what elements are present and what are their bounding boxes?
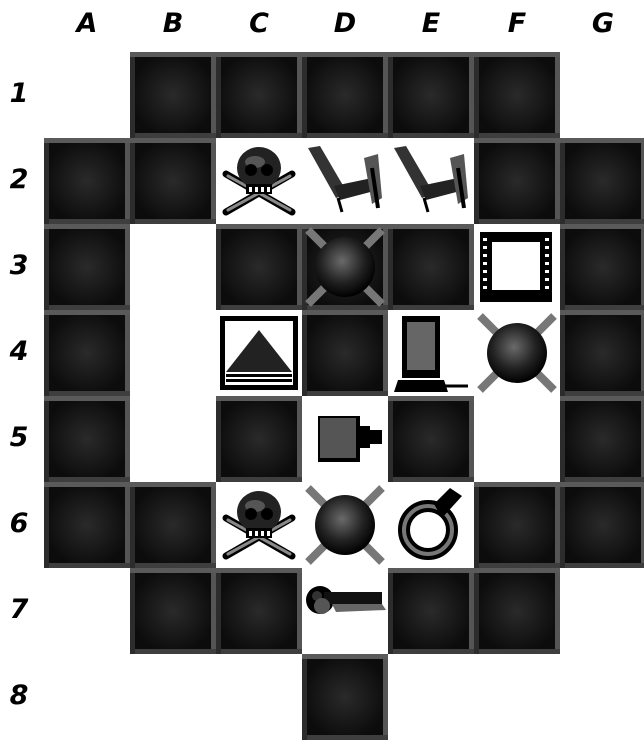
camera-icon [302,396,388,482]
board-cell-F3-floor[interactable] [474,224,560,310]
board-cell-F1-wall[interactable] [474,52,560,138]
board-cell-B5-floor[interactable] [130,396,216,482]
skull-crossbones-icon [216,482,302,568]
row-label: 8 [0,682,38,709]
board-cell-F6-ladder[interactable] [474,482,560,568]
key-icon [302,568,388,654]
row-label: 7 [0,596,38,623]
board-cell-D3-wall[interactable] [302,224,388,310]
board-cell-B2-ladder[interactable] [130,138,216,224]
board-cell-A6-wall[interactable] [44,482,130,568]
orb-icon [474,310,560,396]
board-cell-E2-floor[interactable] [388,138,474,224]
skull-crossbones-icon [216,138,302,224]
board-cell-C7-wall[interactable] [216,568,302,654]
board-cell-D5-floor[interactable] [302,396,388,482]
column-label: E [388,10,474,37]
board-cell-A2-wall[interactable] [44,138,130,224]
board-cell-B3-floor[interactable] [130,224,216,310]
column-label: D [302,10,388,37]
column-label: A [44,10,130,37]
board-cell-F2-ladder[interactable] [474,138,560,224]
board-cell-A5-wall[interactable] [44,396,130,482]
pyramid-panel-icon [216,310,302,396]
row-label: 2 [0,166,38,193]
column-label: G [560,10,644,37]
board-cell-E4-floor[interactable] [388,310,474,396]
board-cell-C6-floor[interactable] [216,482,302,568]
board-cell-F5-floor[interactable] [474,396,560,482]
board-cell-E7-wall[interactable] [388,568,474,654]
board-cell-D6-floor[interactable] [302,482,388,568]
board-cell-G3-wall[interactable] [560,224,644,310]
bench-icon [388,138,474,224]
board-cell-D8-wall[interactable] [302,654,388,740]
board-cell-D2-floor[interactable] [302,138,388,224]
row-label: 5 [0,424,38,451]
frame-icon [474,224,560,310]
column-label: B [130,10,216,37]
board-cell-G4-wall[interactable] [560,310,644,396]
board-cell-G6-wall[interactable] [560,482,644,568]
board-cell-C2-floor[interactable] [216,138,302,224]
board-cell-B1-wall[interactable] [130,52,216,138]
bench-icon [302,138,388,224]
column-label: C [216,10,302,37]
board-cell-G2-wall[interactable] [560,138,644,224]
board-cell-D1-wall[interactable] [302,52,388,138]
game-board [44,52,644,740]
board-cell-B4-floor[interactable] [130,310,216,396]
row-label: 3 [0,252,38,279]
board-cell-C3-wall[interactable] [216,224,302,310]
column-label: F [474,10,560,37]
board-cell-E3-wall[interactable] [388,224,474,310]
computer-icon [388,310,474,396]
orb-icon [302,224,388,310]
board-cell-C5-wall[interactable] [216,396,302,482]
board-cell-D7-floor[interactable] [302,568,388,654]
row-label: 6 [0,510,38,537]
board-cell-F4-floor[interactable] [474,310,560,396]
board-cell-C4-floor[interactable] [216,310,302,396]
board-cell-A3-wall[interactable] [44,224,130,310]
board-cell-E5-wall[interactable] [388,396,474,482]
board-cell-E6-floor[interactable] [388,482,474,568]
board-cell-C1-wall[interactable] [216,52,302,138]
board-cell-A4-ladder[interactable] [44,310,130,396]
ring-icon [388,482,474,568]
orb-icon [302,482,388,568]
board-cell-B6-ladder[interactable] [130,482,216,568]
board-cell-D4-wall[interactable] [302,310,388,396]
board-cell-E1-wall[interactable] [388,52,474,138]
row-label: 4 [0,338,38,365]
board-cell-G5-wall[interactable] [560,396,644,482]
row-label: 1 [0,80,38,107]
board-cell-F7-wall[interactable] [474,568,560,654]
board-cell-B7-wall[interactable] [130,568,216,654]
